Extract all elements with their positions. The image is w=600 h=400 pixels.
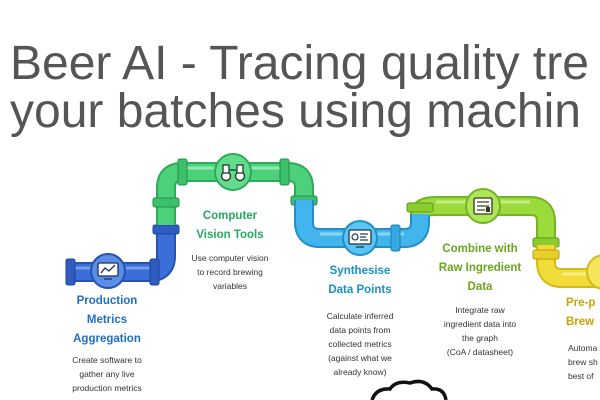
step-desc-computer-vision: Use computer vision to record brewing va… [191, 253, 269, 291]
step-title-pre-brew: Pre-p Brew [566, 297, 596, 328]
step-title-computer-vision: Computer Vision Tools [196, 210, 264, 241]
datasheet-icon [473, 197, 493, 215]
node-pre-brew [586, 254, 600, 290]
step-title-synthesise: Synthesise Data Points [328, 265, 392, 296]
pipe-segment-yellow [532, 245, 600, 288]
pipe-segment-lime [406, 196, 560, 248]
cloud-icon [370, 379, 448, 400]
node-synthesise-data [342, 220, 378, 256]
node-production-metrics [90, 253, 126, 289]
node-computer-vision [214, 153, 252, 191]
step-title-production-metrics: Production Metrics Aggregation [73, 295, 141, 345]
binoculars-icon [220, 164, 246, 182]
dashboard-icon [348, 229, 372, 248]
step-desc-pre-brew: Automa brew sh best of [568, 343, 598, 381]
chart-monitor-icon [97, 262, 119, 280]
page-title-line-2: your batches using machin [10, 85, 581, 138]
step-desc-synthesise: Calculate inferred data points from coll… [326, 311, 394, 377]
page-title-line-1: Beer AI - Tracing quality tre [10, 37, 589, 90]
step-desc-production-metrics: Create software to gather any live produ… [72, 355, 142, 393]
step-title-combine: Combine with Raw Ingredient Data [438, 243, 522, 293]
node-combine-ingredients [465, 188, 501, 224]
step-desc-combine: Integrate raw ingredient data into the g… [443, 305, 517, 357]
pipe-segment-blue [65, 224, 180, 286]
